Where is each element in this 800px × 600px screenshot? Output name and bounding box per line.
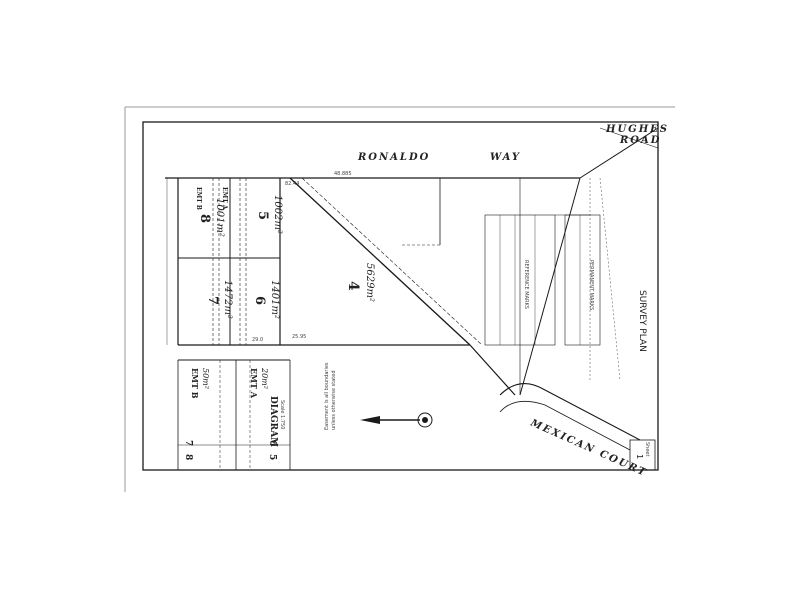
svg-text:EMT A: EMT A (249, 368, 259, 399)
svg-text:RONALDO: RONALDO (357, 152, 430, 163)
svg-text:1401m²: 1401m² (269, 280, 280, 319)
lot-8: 8 1001m² (197, 198, 225, 237)
diagram-inset: DIAGRAM Scale 1:750 EMT A 20m² EMT B 50m… (177, 359, 291, 470)
svg-text:DIAGRAM: DIAGRAM (268, 396, 278, 447)
svg-text:Easement is all boundaries: Easement is all boundaries (324, 362, 330, 430)
svg-text:EMT B: EMT B (195, 187, 202, 210)
svg-text:unless otherwise stated: unless otherwise stated (331, 370, 337, 430)
lot-5: 5 1002m² (255, 195, 283, 234)
svg-text:1002m²: 1002m² (272, 195, 283, 234)
svg-text:HUGHES: HUGHES (605, 124, 669, 135)
svg-text:50m²: 50m² (201, 368, 210, 389)
svg-text:1472m²: 1472m² (222, 280, 233, 319)
sheet-box: Sheet 1 (629, 439, 656, 471)
ronaldo-way-label: RONALDO WAY (357, 152, 521, 163)
mexican-court-boundary (499, 383, 641, 441)
svg-text:SURVEY PLAN: SURVEY PLAN (637, 290, 647, 352)
svg-text:7: 7 (183, 440, 193, 446)
svg-text:6: 6 (267, 440, 277, 446)
easement-a-bottom: EMT A 20m² (249, 367, 269, 399)
easement-b-bottom: EMT B 50m² (190, 368, 210, 399)
svg-text:20m²: 20m² (260, 367, 269, 389)
lot-7: 7 1472m² (205, 280, 233, 319)
svg-text:8: 8 (197, 214, 212, 223)
sheet-border (142, 121, 659, 471)
svg-text:5629m²: 5629m² (364, 263, 375, 302)
svg-text:4: 4 (345, 281, 361, 291)
svg-text:7: 7 (205, 296, 220, 305)
svg-text:6: 6 (252, 296, 267, 305)
marks-table: REFERENCE MARKS PERMANENT MARKS (484, 214, 601, 346)
hughes-road-label: HUGHES ROAD (605, 124, 669, 146)
svg-text:EMT A: EMT A (221, 187, 228, 210)
svg-text:5: 5 (267, 454, 277, 460)
svg-text:25.95: 25.95 (292, 334, 306, 340)
svg-text:1: 1 (635, 454, 644, 459)
svg-text:82.44: 82.44 (285, 181, 299, 187)
svg-text:WAY: WAY (490, 152, 521, 163)
svg-text:8: 8 (183, 454, 193, 460)
svg-text:5: 5 (255, 211, 270, 220)
svg-text:PERMANENT MARKS: PERMANENT MARKS (588, 260, 594, 310)
easement-a-top: EMT A (221, 187, 228, 210)
north-arrow-icon (360, 416, 420, 424)
easement-note: Easement is all boundaries unless otherw… (324, 362, 337, 430)
svg-text:Scale 1:750: Scale 1:750 (279, 400, 285, 429)
compass-rose-icon (417, 412, 433, 428)
easement-b-top: EMT B (195, 187, 202, 210)
svg-text:29.0: 29.0 (252, 337, 263, 343)
lot-4: 4 5629m² (345, 263, 375, 302)
svg-text:EMT B: EMT B (190, 368, 200, 399)
survey-plan-label: SURVEY PLAN (637, 290, 647, 352)
lot-6: 6 1401m² (252, 280, 280, 319)
svg-text:48.885: 48.885 (334, 171, 352, 177)
svg-text:REFERENCE MARKS: REFERENCE MARKS (523, 260, 529, 309)
svg-text:1001m²: 1001m² (214, 198, 225, 237)
svg-text:Sheet: Sheet (644, 442, 650, 456)
